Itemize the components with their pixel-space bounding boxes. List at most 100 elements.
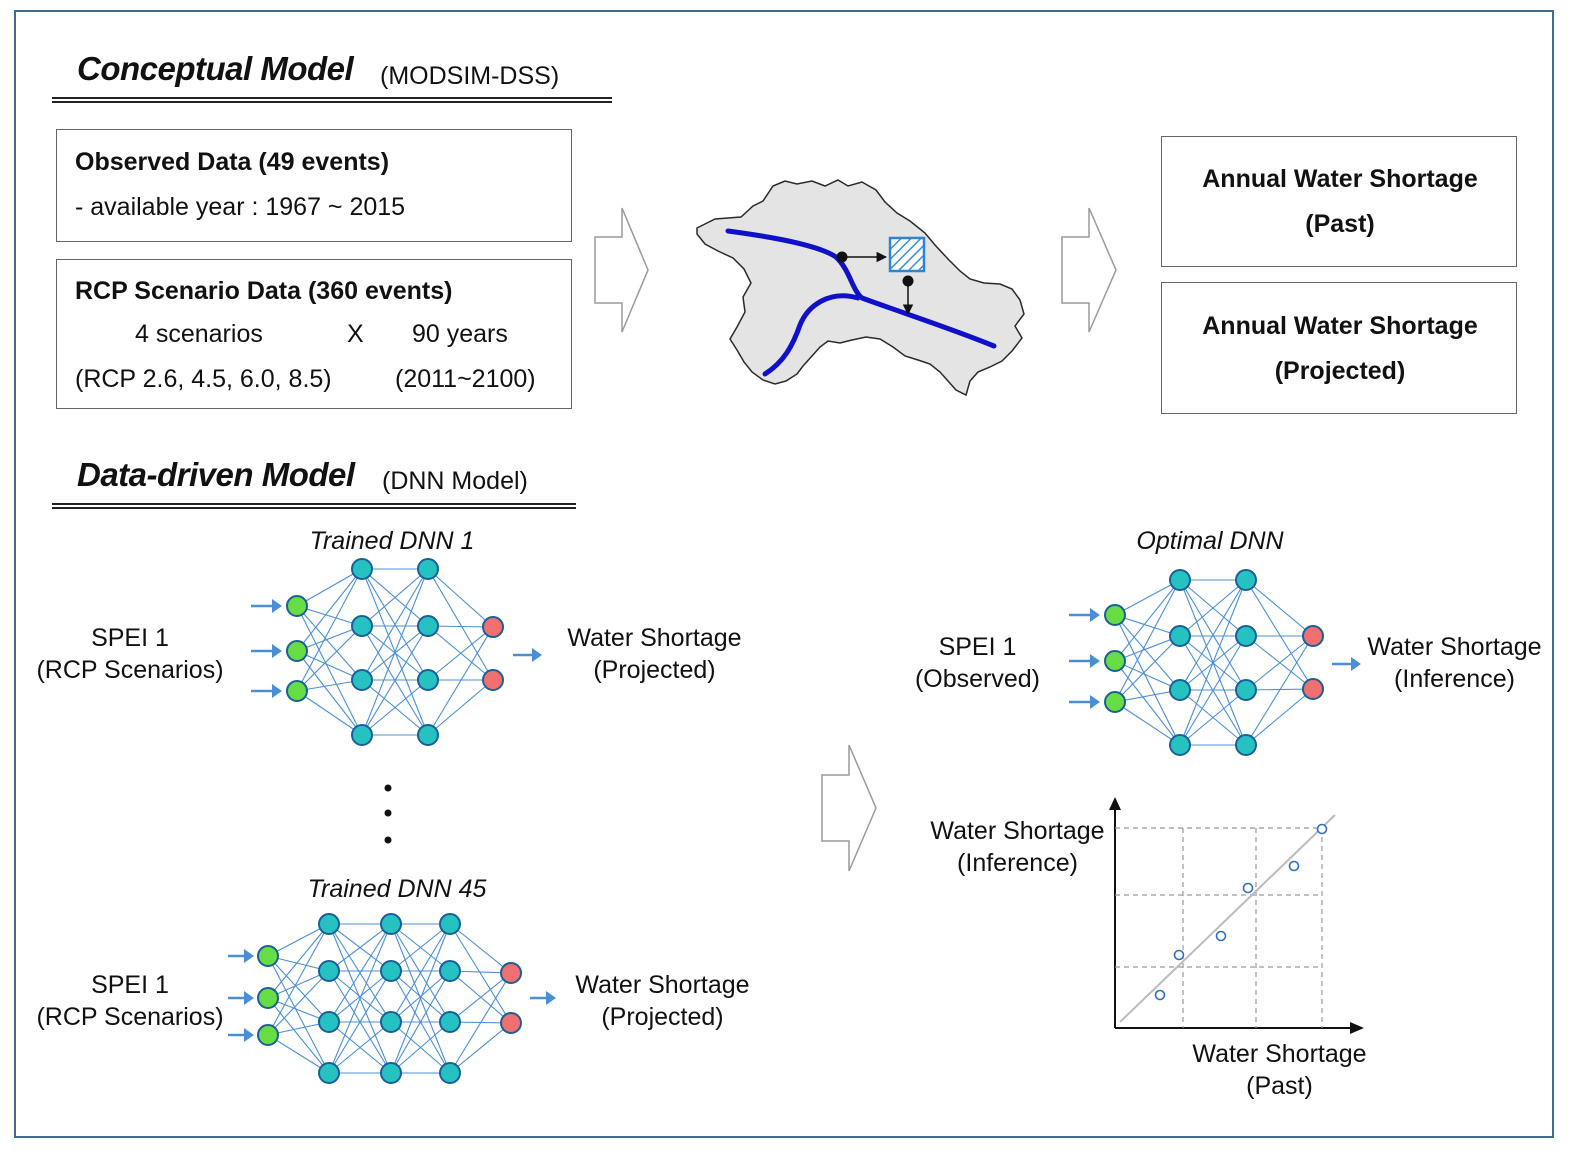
annual-shortage-projected-box: Annual Water Shortage (Projected): [1161, 282, 1517, 414]
optimal-dnn-input-node: [1104, 650, 1126, 672]
dnn45-output-line2: (Projected): [601, 1003, 724, 1031]
dnn45-hidden-node: [380, 1062, 402, 1084]
dnn45-output-node: [500, 962, 522, 984]
annual-shortage-past-box: Annual Water Shortage (Past): [1161, 136, 1517, 267]
observed-data-years: - available year : 1967 ~ 2015: [75, 193, 406, 221]
scatter-point: [1288, 860, 1300, 872]
dnn45-input-arrow: [228, 949, 254, 963]
optimal-dnn-hidden-node: [1169, 734, 1191, 756]
figure-frame: [14, 10, 1554, 1138]
ellipsis-dots: [384, 784, 392, 844]
dnn1-input-node: [286, 680, 308, 702]
catchment-outline: [696, 179, 1025, 397]
projected-box-line2: (Projected): [1274, 357, 1406, 385]
dnn45-hidden-node: [439, 1011, 461, 1033]
river-tributary: [762, 293, 861, 377]
optimal-output-arrow: [1332, 657, 1361, 671]
dnn45-hidden-node: [318, 1062, 340, 1084]
dnn1-connections: [296, 568, 494, 736]
dnn1-hidden-node: [351, 669, 373, 691]
dnn1-input-line2: (RCP Scenarios): [36, 656, 224, 684]
data-driven-model-subtitle: (DNN Model): [382, 467, 528, 495]
scatter-point: [1173, 949, 1185, 961]
rcp-years-count: 90 years: [412, 320, 508, 348]
optimal-dnn-hidden-node: [1235, 569, 1257, 591]
dnn45-input-node: [257, 987, 279, 1009]
dnn1-title: Trained DNN 1: [309, 527, 475, 555]
dnn1-hidden-node: [351, 558, 373, 580]
conceptual-rule-top: [52, 97, 612, 99]
past-box-line2: (Past): [1305, 210, 1375, 238]
conceptual-model-subtitle: (MODSIM-DSS): [380, 62, 560, 90]
optimal-dnn-hidden-node: [1235, 734, 1257, 756]
dnn45-input-arrow: [228, 991, 254, 1005]
optimal-dnn-connections: [1114, 579, 1314, 746]
dnn45-title: Trained DNN 45: [307, 875, 487, 903]
optimal-dnn-hidden-node: [1235, 625, 1257, 647]
optimal-dnn-title: Optimal DNN: [1136, 527, 1284, 555]
optimal-output-line2: (Inference): [1394, 665, 1515, 693]
rcp-scenarios-count: 4 scenarios: [135, 320, 263, 348]
optimal-dnn-output-node: [1302, 625, 1324, 647]
observed-data-heading: Observed Data (49 events): [75, 148, 390, 176]
dnn1-output-node: [482, 669, 504, 691]
dnn45-network: [228, 913, 556, 1084]
optimal-dnn-output-node: [1302, 678, 1324, 700]
dnn1-hidden-node: [351, 724, 373, 746]
dnn45-hidden-node: [318, 913, 340, 935]
rcp-scenario-box: RCP Scenario Data (360 events) 4 scenari…: [56, 259, 572, 409]
dnn45-output-node: [500, 1012, 522, 1034]
scatter-one-to-one-line: [1119, 814, 1336, 1023]
past-box-line1: Annual Water Shortage: [1202, 165, 1478, 193]
rcp-year-range: (2011~2100): [395, 365, 536, 393]
reservoir-hatched: [888, 236, 926, 273]
dnn45-input-arrow: [228, 1028, 254, 1042]
flow-arrow-conceptual-out: [1061, 207, 1117, 333]
return-point: [902, 275, 914, 287]
catchment-map: [696, 179, 1025, 397]
dnn45-input-line2: (RCP Scenarios): [36, 1003, 224, 1031]
optimal-output-line1: Water Shortage: [1367, 633, 1542, 661]
optimal-dnn-input-node: [1104, 604, 1126, 626]
optimal-input-arrow: [1069, 695, 1100, 709]
projected-box-line1: Annual Water Shortage: [1202, 312, 1478, 340]
optimal-dnn-network: [1069, 569, 1361, 756]
withdrawal-point: [836, 251, 848, 263]
dnn1-input-node: [286, 640, 308, 662]
dnn45-output-line1: Water Shortage: [575, 971, 750, 999]
dnn45-hidden-node: [318, 1011, 340, 1033]
scatter-ylabel-line2: (Inference): [957, 849, 1078, 877]
dnn1-output-line1: Water Shortage: [567, 624, 742, 652]
dnn1-hidden-node: [417, 669, 439, 691]
flow-arrow-conceptual-in: [594, 207, 649, 333]
dnn1-input-arrow: [251, 684, 282, 698]
optimal-dnn-hidden-node: [1169, 569, 1191, 591]
scatter-point: [1316, 823, 1328, 835]
dnn45-connections: [267, 923, 512, 1074]
scatter-xlabel-line2: (Past): [1246, 1072, 1313, 1100]
scatter-point: [1215, 930, 1227, 942]
dnn45-hidden-node: [380, 913, 402, 935]
dnn1-input-arrow: [251, 599, 282, 613]
dnn45-input-line1: SPEI 1: [91, 971, 169, 999]
optimal-input-arrow: [1069, 608, 1100, 622]
optimal-dnn-hidden-node: [1169, 679, 1191, 701]
scatter-ylabel-line1: Water Shortage: [930, 817, 1105, 845]
dnn45-hidden-node: [439, 913, 461, 935]
rcp-times-symbol: X: [347, 320, 364, 348]
scatter-point: [1154, 989, 1166, 1001]
scatter-plot: [1109, 797, 1364, 1034]
dnn1-output-node: [482, 616, 504, 638]
data-driven-rule-bottom: [52, 507, 576, 509]
rcp-heading: RCP Scenario Data (360 events): [75, 277, 453, 305]
scatter-point: [1242, 882, 1254, 894]
dnn1-hidden-node: [417, 615, 439, 637]
dnn45-hidden-node: [439, 960, 461, 982]
dnn45-input-node: [257, 1024, 279, 1046]
optimal-input-arrow: [1069, 654, 1100, 668]
dnn45-input-node: [257, 945, 279, 967]
scatter-xlabel-line1: Water Shortage: [1192, 1040, 1367, 1068]
dnn1-network: [251, 558, 542, 746]
dnn1-output-line2: (Projected): [593, 656, 716, 684]
